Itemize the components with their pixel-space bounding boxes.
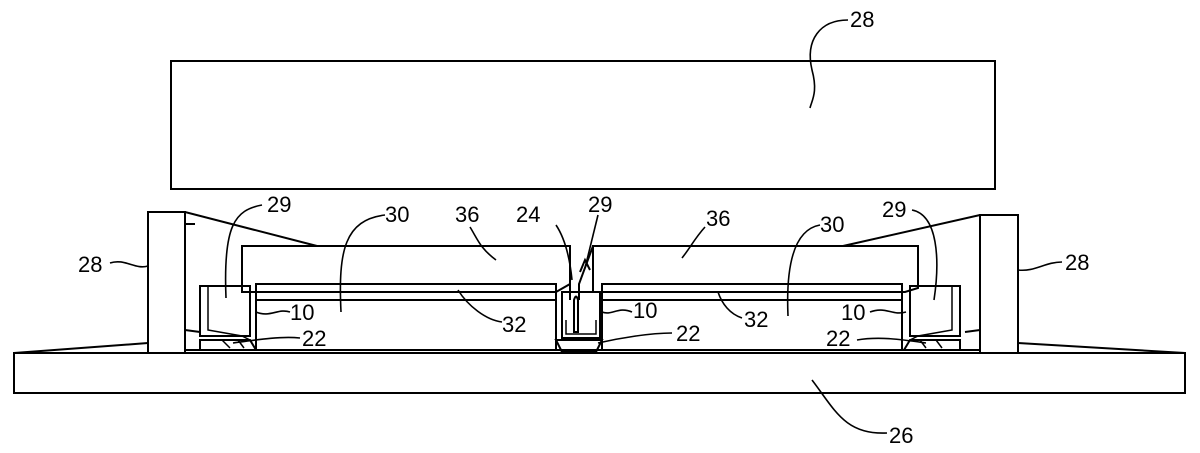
label-left-30: 30 xyxy=(385,202,409,227)
right-holder-ledge xyxy=(919,339,943,349)
center-holder-pin xyxy=(573,295,579,333)
left-tray xyxy=(255,283,557,301)
base-bevel-left xyxy=(13,342,149,354)
center-holder xyxy=(561,291,601,339)
right-holder-inner xyxy=(909,286,953,341)
left-holder-ledge xyxy=(221,339,245,349)
label-left-10: 10 xyxy=(290,300,314,325)
leader-left-10 xyxy=(255,310,291,315)
right-pillar-lower-slope xyxy=(964,329,981,333)
leader-right-36 xyxy=(681,226,706,259)
leader-top-28 xyxy=(809,19,849,109)
leader-24 xyxy=(555,224,573,281)
base-plate xyxy=(13,352,1186,394)
leader-right-29 xyxy=(911,209,938,301)
label-left-28: 28 xyxy=(78,252,102,277)
left-holder-inner xyxy=(207,286,251,341)
center-holder-inner xyxy=(565,320,597,335)
leader-center-10 xyxy=(601,309,633,314)
left-pillar xyxy=(147,211,186,354)
top-block xyxy=(170,60,996,190)
label-right-29: 29 xyxy=(882,197,906,222)
label-left-29: 29 xyxy=(267,192,291,217)
label-left-22: 22 xyxy=(302,326,326,351)
label-center-29: 29 xyxy=(588,192,612,217)
center-gap-right xyxy=(578,245,594,300)
leader-26 xyxy=(811,379,888,434)
left-pillar-top-slope xyxy=(148,211,318,247)
right-tray xyxy=(601,283,903,301)
leader-center-29 xyxy=(584,214,599,269)
leader-center-29-arrow xyxy=(579,257,591,273)
label-left-32: 32 xyxy=(502,312,526,337)
right-pillar xyxy=(979,214,1019,354)
leader-left-30 xyxy=(339,214,386,313)
label-26: 26 xyxy=(889,423,913,448)
leader-right-10 xyxy=(869,309,907,314)
center-holder-foot xyxy=(554,339,604,353)
label-top-28: 28 xyxy=(850,7,874,32)
label-right-36: 36 xyxy=(706,206,730,231)
label-right-10: 10 xyxy=(841,300,865,325)
leader-left-36 xyxy=(469,226,497,261)
label-center-10: 10 xyxy=(633,298,657,323)
label-right-32: 32 xyxy=(744,307,768,332)
label-right-30: 30 xyxy=(820,212,844,237)
leader-left-22 xyxy=(232,336,301,344)
base-bevel-right xyxy=(1017,342,1186,354)
right-pillar-top-slope xyxy=(842,214,1018,247)
leader-left-32 xyxy=(457,289,503,323)
leader-right-22 xyxy=(856,337,927,344)
right-cover xyxy=(592,245,919,293)
label-right-22: 22 xyxy=(826,326,850,351)
label-24: 24 xyxy=(516,202,540,227)
leader-left-28 xyxy=(109,261,149,268)
leader-right-32 xyxy=(717,291,743,319)
leader-center-22 xyxy=(597,332,673,344)
leader-right-28 xyxy=(1017,261,1063,272)
label-right-28: 28 xyxy=(1065,250,1089,275)
left-pillar-lower-slope xyxy=(184,329,201,333)
label-left-36: 36 xyxy=(455,202,479,227)
left-cover xyxy=(241,245,571,293)
label-center-22: 22 xyxy=(676,321,700,346)
leader-right-30 xyxy=(786,224,821,317)
leader-left-29 xyxy=(224,204,263,299)
